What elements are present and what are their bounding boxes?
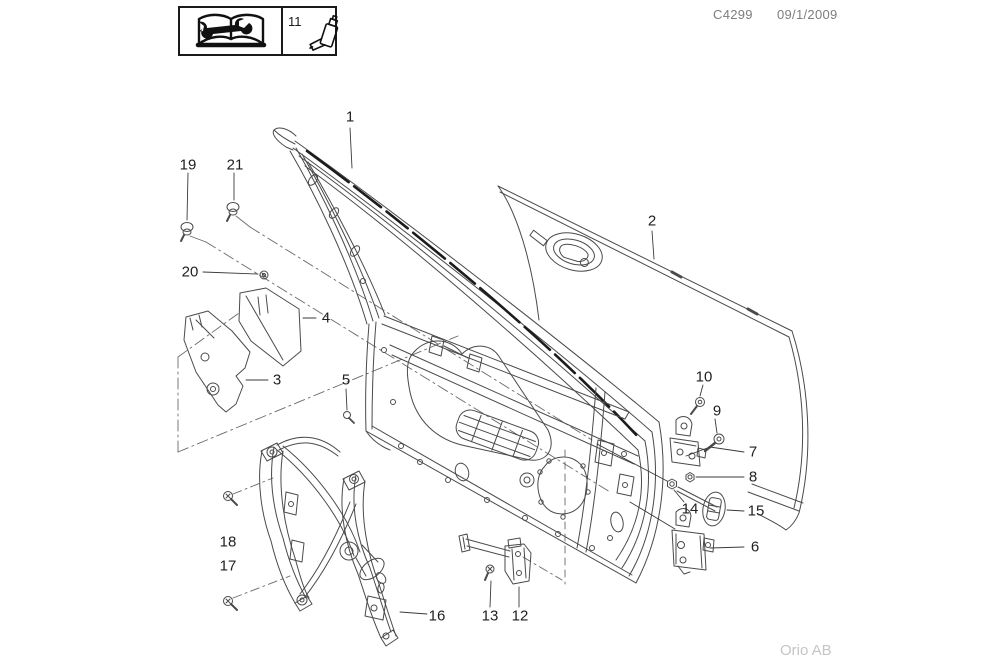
- legend-item-number: 11: [288, 14, 302, 29]
- grommet-part15: [702, 491, 726, 527]
- check-strap-part12: [458, 533, 532, 585]
- stud-nut-part14: [667, 478, 718, 512]
- callout-7: 7: [748, 443, 758, 461]
- speaker-bracket-part3: [183, 310, 251, 413]
- hinge-nut-part8: [685, 472, 695, 483]
- screw-part17: [223, 596, 238, 611]
- callout-2: 2: [647, 212, 657, 230]
- adhesive-bottle-icon: [308, 14, 338, 51]
- drawing-number: C4299: [713, 7, 753, 22]
- upper-hinge-part7: [669, 416, 707, 467]
- grommet-part21: [226, 202, 240, 222]
- callout-9: 9: [712, 402, 722, 420]
- callout-1: 1: [345, 108, 355, 126]
- legend-adhesive-cell: 11: [283, 8, 350, 54]
- callout-17: 17: [219, 557, 237, 575]
- callout-18: 18: [219, 533, 237, 551]
- drawing-date: 09/1/2009: [777, 7, 838, 22]
- screw-part18: [223, 491, 238, 506]
- check-strap-screw-part13: [484, 564, 495, 581]
- ribbed-pocket: [455, 409, 540, 461]
- screw-part20: [259, 270, 269, 280]
- callout-19: 19: [179, 156, 197, 174]
- insulation-panel-part4: [238, 287, 302, 367]
- door-lock-part6: [671, 529, 715, 575]
- callout-3: 3: [272, 371, 282, 389]
- panel-holes: [381, 347, 627, 551]
- callout-13: 13: [481, 607, 499, 625]
- pillar-mount-holes: [307, 174, 366, 284]
- legend-box: 11: [178, 6, 338, 56]
- screw-part5: [343, 411, 355, 424]
- brand-watermark: Orio AB: [780, 642, 832, 659]
- callout-5: 5: [341, 371, 351, 389]
- grommet-part19: [180, 222, 194, 242]
- callout-20: 20: [181, 263, 199, 281]
- service-manual-book-wrench-icon: [195, 13, 266, 48]
- hinge-screw-part10: [690, 397, 705, 415]
- callout-14: 14: [681, 500, 699, 518]
- callout-10: 10: [695, 368, 713, 386]
- speaker-opening: [537, 456, 591, 520]
- callout-12: 12: [511, 607, 529, 625]
- outer-door-skin: [497, 185, 809, 531]
- callout-15: 15: [747, 502, 765, 520]
- lower-hinge-flange: [675, 508, 692, 528]
- legend-manual-cell: [180, 8, 283, 54]
- door-inner-assembly: [272, 127, 664, 584]
- callout-21: 21: [226, 156, 244, 174]
- window-regulator: [259, 436, 399, 647]
- door-handle-cutout: [529, 229, 603, 272]
- frame-seal-stripe: [305, 149, 642, 441]
- callout-4: 4: [321, 309, 331, 327]
- callout-16: 16: [428, 607, 446, 625]
- leader-lines: [186, 127, 745, 615]
- regulator-motor: [339, 541, 387, 584]
- callout-8: 8: [748, 468, 758, 486]
- callout-6: 6: [750, 538, 760, 556]
